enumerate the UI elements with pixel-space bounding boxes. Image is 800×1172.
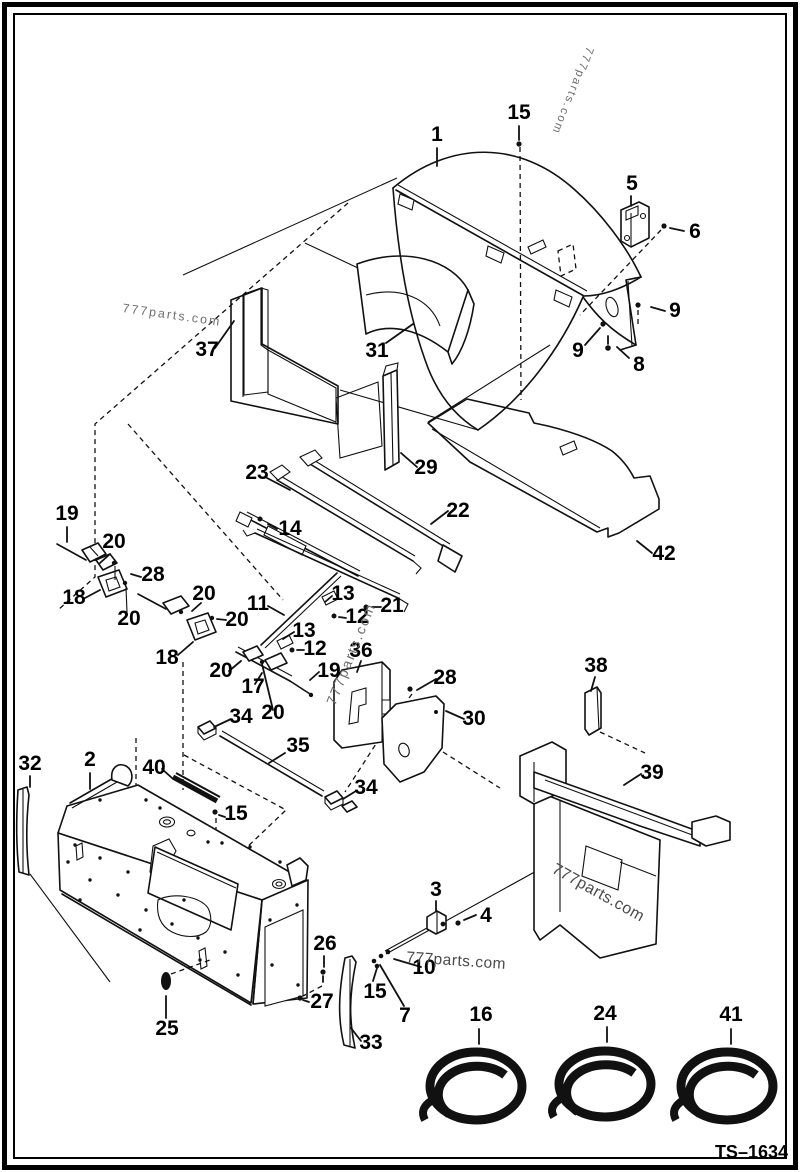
part-callout: 24 [593, 1002, 617, 1025]
part-callout: 34 [229, 705, 253, 728]
part-25-grommet [161, 960, 210, 990]
part-callout: 22 [446, 499, 469, 522]
part-callout: 15 [507, 101, 531, 124]
part-29-screen [336, 363, 399, 470]
part-callout: 9 [572, 339, 584, 362]
part-callout: 26 [313, 932, 336, 955]
part-callout: 20 [192, 582, 215, 605]
part-callout: 20 [261, 701, 284, 724]
part-callout: 12 [303, 637, 326, 660]
latch-cluster-middle [138, 594, 216, 640]
part-callout: 15 [224, 802, 248, 825]
part-22-strip [300, 450, 462, 572]
part-callout: 36 [349, 639, 372, 662]
part-callout: 6 [689, 220, 701, 243]
part-callout: 20 [209, 659, 232, 682]
part-callout: 41 [719, 1003, 743, 1026]
screw-dots-top-right [516, 141, 667, 351]
part-callout: 19 [55, 502, 78, 525]
part-callout: 28 [433, 666, 457, 689]
part-2-body [58, 765, 308, 1006]
part-callout: 15 [363, 980, 387, 1003]
part-31-foam [357, 256, 474, 364]
part-callout: 20 [102, 530, 125, 553]
part-callout: 2 [84, 748, 96, 771]
part-callout: 25 [155, 1017, 179, 1040]
part-callout: 9 [669, 299, 681, 322]
part-callout: 21 [380, 594, 404, 617]
part-41-coil [674, 1052, 773, 1120]
part-callout: 12 [345, 605, 368, 628]
part-callout: 8 [633, 353, 645, 376]
part-callout: 16 [469, 1003, 492, 1026]
part-39-bracket [520, 742, 730, 958]
part-33-strip [340, 956, 356, 1048]
part-42-panel [428, 399, 659, 537]
drawing-number: TS–1634 [715, 1142, 788, 1162]
part-callout: 10 [412, 956, 435, 979]
part-callout: 20 [225, 608, 248, 631]
part-callout: 3 [430, 878, 442, 901]
part-38-strip [585, 687, 601, 735]
part-callout: 28 [141, 563, 165, 586]
part-callout: 40 [142, 756, 165, 779]
part-callout: 29 [414, 456, 437, 479]
part-callout: 5 [626, 172, 638, 195]
part-callout: 13 [331, 582, 354, 605]
part-callout: 33 [359, 1031, 382, 1054]
part-callout: 20 [117, 607, 140, 630]
latch-cluster-left [57, 543, 127, 612]
part-callout: 1 [431, 123, 443, 146]
part-40-bar [173, 773, 220, 801]
part-callout: 14 [278, 517, 302, 540]
part-30-plate [382, 686, 444, 782]
part-callout: 19 [317, 659, 340, 682]
part-callout: 23 [245, 461, 268, 484]
part-callout: 32 [18, 752, 41, 775]
part-1-hood [393, 152, 641, 430]
part-23-strip [270, 465, 421, 574]
part-callout: 4 [480, 904, 492, 927]
watermark-text: 777parts.com [549, 45, 595, 136]
part-21-strip [243, 529, 408, 612]
part-callout: 13 [292, 619, 315, 642]
part-callout: 31 [365, 339, 389, 362]
part-5-bracket [621, 202, 649, 247]
part-callout: 30 [462, 707, 485, 730]
part-callout: 27 [310, 990, 333, 1013]
rivet-dots [66, 798, 300, 987]
part-37-grille [231, 288, 338, 424]
part-callout: 35 [286, 734, 310, 757]
part-24-coil [552, 1051, 651, 1117]
part-32-strip [17, 787, 29, 875]
part-callout: 37 [195, 338, 218, 361]
construction-lines [30, 147, 661, 982]
part-callout: 11 [247, 592, 270, 615]
part-callout: 18 [155, 646, 179, 669]
part-callout: 39 [640, 761, 663, 784]
part-3-bracket-screws [212, 809, 461, 1001]
part-callout: 7 [399, 1004, 411, 1027]
part-16-coil [423, 1052, 522, 1120]
part-callout: 42 [652, 542, 675, 565]
part-callout: 17 [241, 675, 264, 698]
callouts: 1 15 5 6 9 9 8 37 31 29 23 22 42 14 21 1… [18, 101, 743, 1054]
watermark-text: 777parts.com [406, 949, 507, 973]
watermark-text: 777parts.com [122, 301, 223, 329]
part-callout: 34 [354, 776, 378, 799]
part-callout: 18 [62, 586, 86, 609]
part-34-blocks-35-strip [198, 721, 357, 812]
leader-lines [30, 126, 731, 1044]
part-callout: 38 [584, 654, 608, 677]
